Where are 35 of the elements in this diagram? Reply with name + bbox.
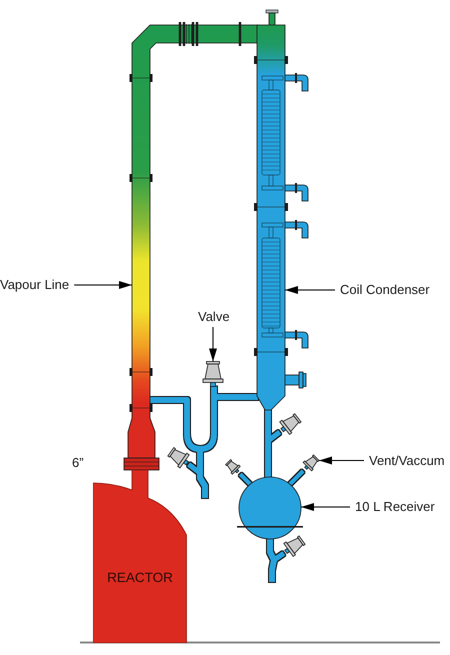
leader-arrow <box>209 326 217 362</box>
pipe <box>211 386 217 397</box>
valve <box>279 413 302 436</box>
valve <box>225 459 241 475</box>
leader-arrow <box>74 281 132 289</box>
pipe <box>150 397 200 452</box>
pipe <box>288 469 305 486</box>
leader-arrow <box>284 286 336 294</box>
leader-arrow <box>318 456 364 464</box>
pipe <box>267 538 277 562</box>
leader-arrow <box>300 503 350 511</box>
vapour-line-pipe <box>124 22 258 470</box>
pipe <box>265 441 271 478</box>
part-label: Valve <box>198 309 230 324</box>
pipe <box>238 472 252 486</box>
pipe <box>265 410 271 441</box>
vessel-label: REACTOR <box>107 570 173 585</box>
reactor-vessel <box>93 470 187 643</box>
pipe-size-label: 6” <box>72 455 84 470</box>
part-label: Vapour Line <box>0 277 70 292</box>
part-label: Vent/Vaccum <box>369 453 445 468</box>
valve <box>283 535 306 558</box>
receiver-vessel <box>238 476 302 540</box>
part-label: Coil Condenser <box>340 282 430 297</box>
part-label: 10 L Receiver <box>355 499 435 514</box>
pipe <box>214 394 258 400</box>
valve <box>167 446 190 469</box>
pipe <box>269 559 277 582</box>
vent-valve <box>302 454 320 472</box>
coil-condenser <box>254 10 308 410</box>
pipe <box>197 473 208 498</box>
pipe <box>197 449 203 473</box>
pipe <box>200 397 217 452</box>
valve <box>202 361 224 387</box>
pipe <box>272 551 286 562</box>
